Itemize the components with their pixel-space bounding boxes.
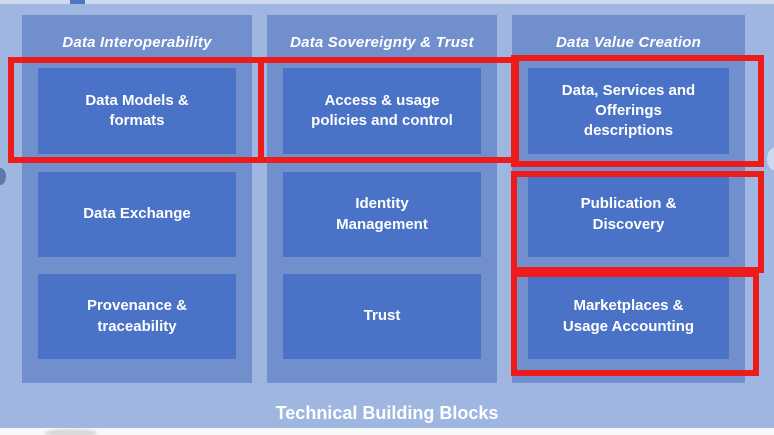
column-header: Data Sovereignty & Trust xyxy=(290,33,474,51)
block-data-services-offerings: Data, Services and Offerings description… xyxy=(528,68,729,154)
highlight-rect-access-usage xyxy=(258,57,519,163)
highlight-rect-publication-discovery xyxy=(511,171,764,273)
block-identity-management: Identity Management xyxy=(283,172,481,257)
block-publication-discovery: Publication & Discovery xyxy=(528,172,729,257)
column-data-value-creation: Data Value Creation Data, Services and O… xyxy=(512,15,745,383)
column-data-sovereignty-trust: Data Sovereignty & Trust Access & usage … xyxy=(267,15,497,383)
highlight-rect-marketplaces xyxy=(511,271,759,376)
block-data-models-formats: Data Models & formats xyxy=(38,68,236,154)
block-access-usage-policies: Access & usage policies and control xyxy=(283,68,481,154)
diagram-title: Technical Building Blocks xyxy=(275,402,499,423)
highlight-rect-data-models xyxy=(8,57,264,163)
highlight-rect-data-services xyxy=(511,55,764,167)
cropped-shape-left xyxy=(0,168,6,185)
top-edge-strip xyxy=(0,0,774,4)
block-provenance-traceability: Provenance & traceability xyxy=(38,274,236,359)
column-header: Data Interoperability xyxy=(62,33,212,51)
column-data-interoperability: Data Interoperability Data Models & form… xyxy=(22,15,252,383)
block-trust: Trust xyxy=(283,274,481,359)
bottom-edge-strip xyxy=(0,428,774,435)
cropped-shape-bottom xyxy=(45,429,97,435)
block-data-exchange: Data Exchange xyxy=(38,172,236,257)
column-header: Data Value Creation xyxy=(556,33,701,51)
cropped-shape-right xyxy=(767,148,774,170)
block-marketplaces-usage-accounting: Marketplaces & Usage Accounting xyxy=(528,274,729,359)
cropped-shape-top xyxy=(70,0,85,4)
